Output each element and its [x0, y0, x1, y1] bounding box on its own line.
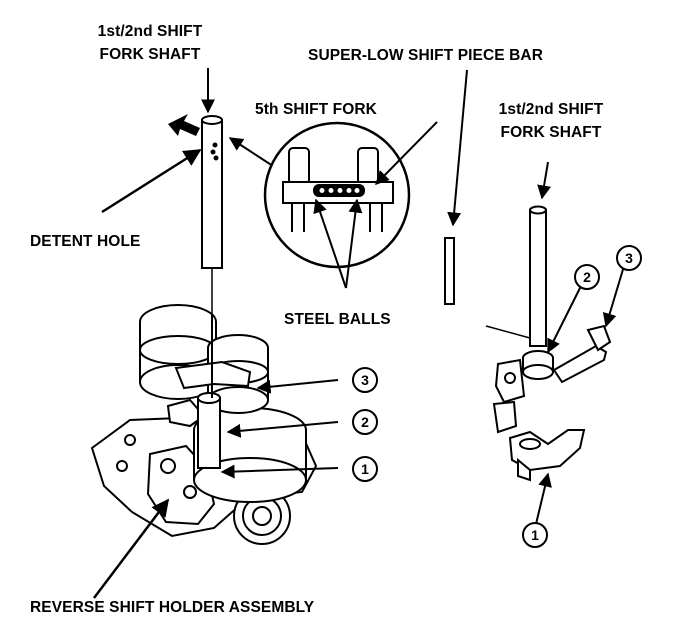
label-reverse-holder: REVERSE SHIFT HOLDER ASSEMBLY: [30, 599, 315, 616]
leader-piece-bar: [447, 69, 468, 227]
detail-circle: [263, 121, 411, 269]
callout-right-3: 3: [616, 245, 642, 271]
label-steel-balls: STEEL BALLS: [284, 311, 391, 328]
right-fork-shaft: [529, 205, 547, 347]
label-piece-bar: SUPER-LOW SHIFT PIECE BAR: [308, 47, 544, 64]
callout-right-1: 1: [522, 522, 548, 548]
leader-steel-ball-b: [345, 198, 363, 289]
transmission-assembly: [90, 304, 318, 545]
leader-right-2: [547, 283, 583, 354]
leader-fifth-fork: [375, 121, 438, 185]
direction-arrow-icon: [168, 114, 200, 136]
label-shaft-left-line1: 1st/2nd SHIFT: [97, 23, 203, 40]
right-guide-line: [485, 325, 531, 339]
leader-shaft-right: [537, 161, 551, 200]
leader-left-3: [256, 379, 339, 394]
leader-detail-to-shaft: [228, 137, 277, 169]
super-low-shift-piece-bar: [444, 237, 455, 305]
left-fork-shaft: [201, 115, 223, 269]
leader-left-1: [220, 464, 339, 479]
label-shaft-right-line1: 1st/2nd SHIFT: [498, 101, 604, 118]
label-shaft-right: 1st/2nd SHIFT FORK SHAFT: [476, 98, 626, 144]
label-detent-hole: DETENT HOLE: [30, 233, 141, 250]
label-fifth-fork: 5th SHIFT FORK: [255, 101, 377, 118]
label-shaft-left: 1st/2nd SHIFT FORK SHAFT: [80, 20, 220, 66]
callout-left-1: 1: [352, 456, 378, 482]
leader-steel-ball-a: [313, 198, 347, 289]
leader-detent-hole: [101, 148, 202, 214]
callout-left-2: 2: [352, 409, 378, 435]
leader-reverse-holder: [93, 498, 170, 599]
right-fork-parts: [492, 324, 612, 482]
callout-left-3: 3: [352, 367, 378, 393]
callout-right-2: 2: [574, 264, 600, 290]
leader-right-1: [535, 472, 552, 525]
label-shaft-right-line2: FORK SHAFT: [500, 124, 602, 141]
leader-right-3: [602, 265, 625, 328]
label-shaft-left-line2: FORK SHAFT: [99, 46, 201, 63]
leader-left-2: [226, 421, 339, 438]
